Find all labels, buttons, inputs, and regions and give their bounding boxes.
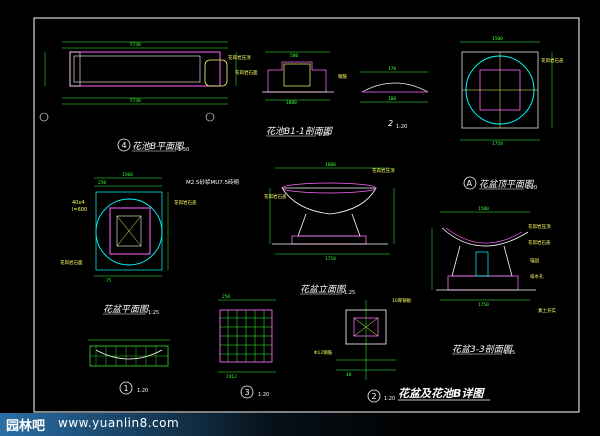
note-label: 锚固 (530, 257, 539, 264)
dim-label: 500 (290, 53, 298, 59)
view-num-circle (117, 138, 131, 152)
dim-label: 5740 (130, 98, 141, 104)
scale-label: 1:20 (318, 132, 329, 138)
scale-label: 1:25 (344, 290, 355, 296)
view-num-circle (367, 389, 381, 403)
note-label: 花岗岩压顶 (228, 54, 251, 61)
dim-label: 170 (388, 66, 396, 72)
view-num-circle (240, 385, 254, 399)
planter-elevation: 1800 1750 花岗岩石盖 花岗岩压顶 (264, 162, 395, 262)
scale-label: 1:50 (178, 147, 189, 153)
dim-label: 1750 (325, 256, 336, 262)
watermark-url: www.yuanlin8.com (58, 416, 180, 430)
planter-b-section: 500 1800 花岗岩石面 (235, 51, 334, 106)
planter-section-3: 1500 1750 花岗岩压顶 花岗岩石盖 锚固 排水孔 素土夯实 (431, 206, 556, 314)
scale-label: 1:20 (526, 185, 537, 191)
dim-label: 1800 (325, 162, 336, 168)
view-num: 3 (245, 388, 250, 397)
dim-label: 250 (98, 180, 106, 186)
note-label: 排水孔 (530, 273, 544, 280)
planter-b-plan: 5740 5740 花岗岩压顶 (39, 41, 251, 122)
scale-label: 1:20 (258, 392, 269, 398)
view-num-circle (463, 176, 477, 190)
scale-label: 1:20 (396, 124, 407, 130)
scale-label: 1:25 (148, 310, 159, 316)
view-num: 4 (122, 141, 127, 150)
watermark-name: 园林吧 (6, 419, 46, 434)
dim-label: 100 (388, 96, 396, 102)
watermark-bar: 园林吧 www.yuanlin8.com (0, 413, 600, 436)
detail-2b: 40 10厚钢板 Φ12钢筋 (314, 297, 412, 380)
note-label: 花岗岩压顶 (372, 167, 395, 174)
scale-label: 1:25 (504, 350, 515, 356)
dim-label: 1500 (122, 172, 133, 178)
note-label: 钢筋 (338, 73, 347, 80)
planter-plan: 1500 250 75 40x4 l=600 花岗岩石面 M2.5砂浆MU7.5… (60, 172, 240, 284)
dim-label: 250 (222, 294, 230, 300)
dim-label: 75 (106, 278, 112, 284)
view-num: 2 (372, 392, 377, 401)
note-label: 10厚钢板 (392, 297, 412, 304)
title-planter-elevation: 花盆立面图 (300, 284, 347, 295)
planter-top-plan: 1500 1750 花岗岩石盖 (460, 36, 564, 147)
dim-label: 1500 (478, 206, 489, 212)
note-label: 花岗岩石面 (235, 69, 258, 76)
detail-1 (88, 339, 170, 367)
dim-label: 5740 (130, 42, 141, 48)
drawing-frame (33, 17, 580, 413)
view-num-circle (119, 381, 133, 395)
view-num: 1 (124, 384, 129, 393)
dim-label: 1800 (286, 100, 297, 106)
scale-label: 1:20 (137, 388, 148, 394)
detail-2: 170 100 钢筋 (338, 66, 429, 103)
title-planter-top-plan: 花盆顶平面图 (479, 179, 535, 190)
note-label: 花岗岩压顶 (528, 223, 551, 230)
title-planter-section-3: 花盆3-3剖面图 (452, 344, 514, 355)
dim-label: 1500 (492, 36, 503, 42)
note-label: 素土夯实 (538, 307, 556, 314)
note-label: l=600 (72, 207, 87, 213)
dim-label: 1750 (478, 302, 489, 308)
note-label: 40x4 (72, 200, 85, 206)
note-label: 花岗岩石面 (60, 259, 83, 266)
detail-3: 250 2412 (218, 294, 276, 380)
title-planter-b-section: 花池B1-1剖面图 (266, 126, 334, 137)
view-num: A (467, 179, 473, 188)
view-num: 2 (388, 119, 393, 128)
main-title: 花盆及花池B详图 (398, 387, 485, 400)
title-planter-b-plan: 花池B平面图 (132, 141, 185, 152)
scale-label: 1:20 (384, 396, 395, 402)
note-label: Φ12钢筋 (314, 349, 333, 356)
title-planter-plan: 花盆平面图 (103, 304, 150, 315)
note-label: 花岗岩石盖 (174, 199, 197, 206)
note-label: 花岗岩石盖 (528, 239, 551, 246)
note-label: 花岗岩石盖 (264, 193, 287, 200)
note-label: 花岗岩石盖 (541, 57, 564, 64)
dim-label: 40 (346, 372, 352, 378)
dim-label: 1750 (492, 141, 503, 147)
dim-label: 2412 (226, 374, 237, 380)
note-label: M2.5砂浆MU7.5砖砌 (186, 178, 240, 186)
